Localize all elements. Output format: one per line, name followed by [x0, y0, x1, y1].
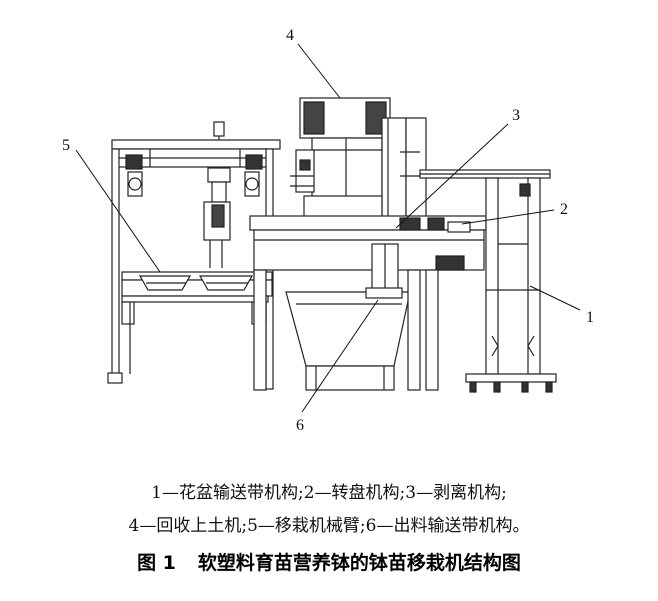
figure-title: 软塑料育苗营养钵的钵苗移栽机结构图: [197, 552, 521, 574]
callout-4: 4: [286, 27, 294, 44]
discharge-hopper: [253, 269, 439, 391]
leader-lines: [75, 43, 581, 413]
pot-conveyor-mechanism: [419, 169, 557, 393]
turntable-mechanism: [249, 215, 487, 291]
machine-structure-drawing: 4 3 2 1 5 6: [62, 27, 594, 434]
recycling-soil-loader: [290, 97, 427, 231]
pot-table: [121, 271, 273, 374]
callout-5: 5: [62, 137, 70, 154]
callout-2: 2: [560, 201, 568, 218]
figure-number: 图 1: [137, 552, 176, 574]
callout-3: 3: [512, 107, 520, 124]
callout-1: 1: [586, 309, 594, 326]
legend-line-1: 1—花盆输送带机构;2—转盘机构;3—剥离机构;: [151, 483, 507, 503]
callout-6: 6: [296, 417, 304, 434]
legend-line-2: 4—回收上土机;5—移栽机械臂;6—出料输送带机构。: [128, 516, 530, 536]
figure-caption: 图 1 软塑料育苗营养钵的钵苗移栽机结构图: [0, 548, 658, 575]
